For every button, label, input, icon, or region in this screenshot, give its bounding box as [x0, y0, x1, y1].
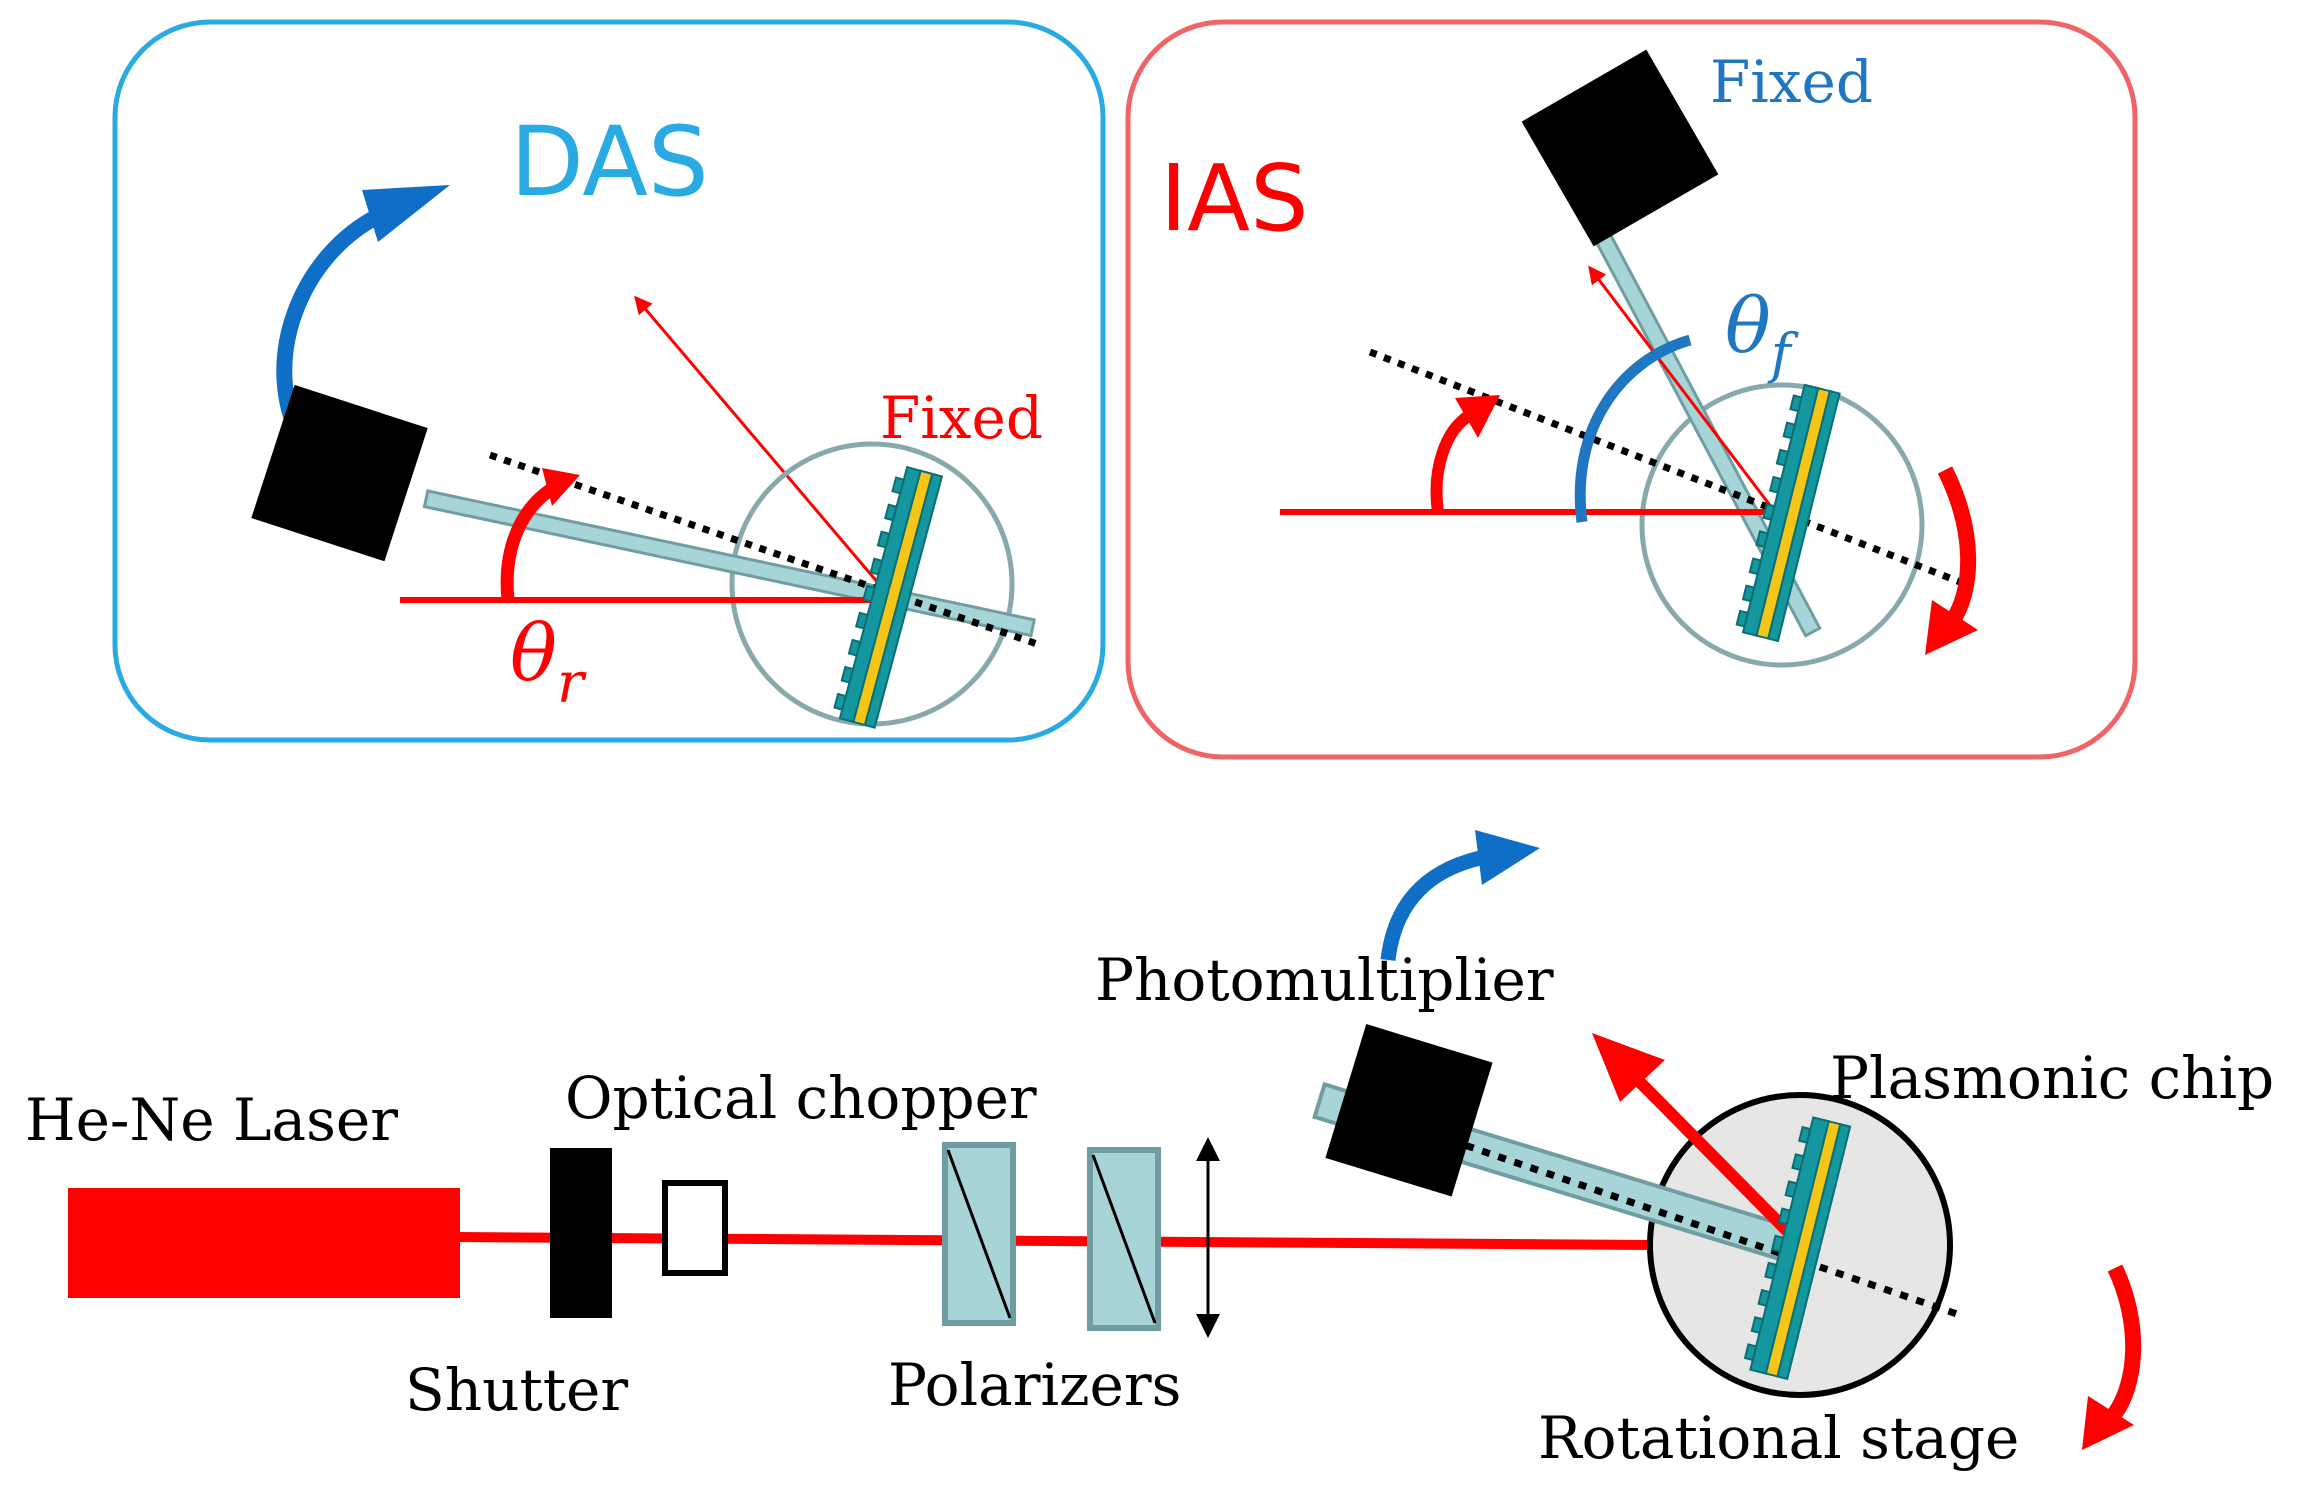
ias-fixed-label: Fixed [1710, 48, 1873, 116]
photomultiplier-icon [1325, 1024, 1493, 1197]
polarizer-1-axis [946, 1149, 1012, 1319]
ias-angle-arc [1574, 334, 1692, 523]
ias-rotation-arrowhead-icon [1925, 600, 1978, 655]
das-rotation-arrowhead-icon [362, 185, 450, 242]
stage-rotation-arrowhead-icon [2082, 1396, 2134, 1450]
ias-angle-small-arc [1430, 409, 1474, 513]
plasmonic-chip-grating [1743, 1125, 1812, 1362]
das-beam-arrow [634, 295, 892, 598]
ias-rotation-arrow [1937, 466, 1977, 630]
photomultiplier-rotation-arrowhead-icon [1475, 830, 1540, 885]
photomultiplier-rotation-arrow [1380, 850, 1482, 961]
das-title: DAS [510, 106, 709, 218]
plasmonic-chip-label: Plasmonic chip [1830, 1044, 2274, 1112]
das-detector-icon [251, 384, 428, 562]
ias-small-arc-arrowhead-icon [1455, 395, 1500, 438]
ias-panel: IAS Fixed [1125, 19, 2138, 760]
das-angle-arrowhead-icon [542, 468, 580, 506]
rotational-stage-label: Rotational stage [1538, 1404, 2019, 1472]
laser-body-icon [68, 1188, 460, 1298]
shutter-label: Shutter [405, 1356, 628, 1424]
stage-normal-line [1448, 1136, 1962, 1319]
das-panel: DAS Fixed [112, 19, 1106, 743]
reflected-beam-arrowhead-icon [1592, 1033, 1665, 1102]
ias-angle-label: θf [1725, 281, 1799, 385]
shutter-icon [550, 1148, 612, 1318]
das-angle-label: θr [510, 609, 587, 716]
laser-label: He-Ne Laser [25, 1086, 398, 1154]
das-chip-grating [833, 476, 906, 711]
photomultiplier-label: Photomultiplier [1095, 946, 1554, 1014]
das-chip-backing [863, 472, 944, 729]
ias-normal-line [1368, 348, 1962, 586]
ias-beam-arrow [1588, 265, 1777, 513]
ias-title: IAS [1160, 145, 1308, 252]
plasmonic-chip-backing [1776, 1122, 1852, 1381]
das-panel-border [112, 19, 1106, 743]
polarizers-label: Polarizers [888, 1351, 1181, 1419]
ias-chip-grating [1735, 394, 1803, 628]
ias-stage-circle [1639, 382, 1925, 668]
ias-chip-backing [1767, 389, 1841, 643]
das-fixed-label: Fixed [880, 384, 1043, 452]
optical-setup: He-Ne Laser Shutter Optical chopper Pola… [25, 830, 2274, 1472]
polarizer-2-axis [1091, 1154, 1157, 1324]
optical-chopper-label: Optical chopper [565, 1064, 1037, 1132]
das-normal-line [488, 451, 1042, 649]
das-angle-arc [500, 478, 564, 601]
reflected-beam [1623, 1065, 1805, 1249]
ias-panel-border [1125, 19, 2138, 760]
ias-detector-icon [1521, 49, 1719, 247]
optical-chopper-icon [662, 1180, 728, 1276]
stage-rotation-arrow [2103, 1264, 2142, 1426]
